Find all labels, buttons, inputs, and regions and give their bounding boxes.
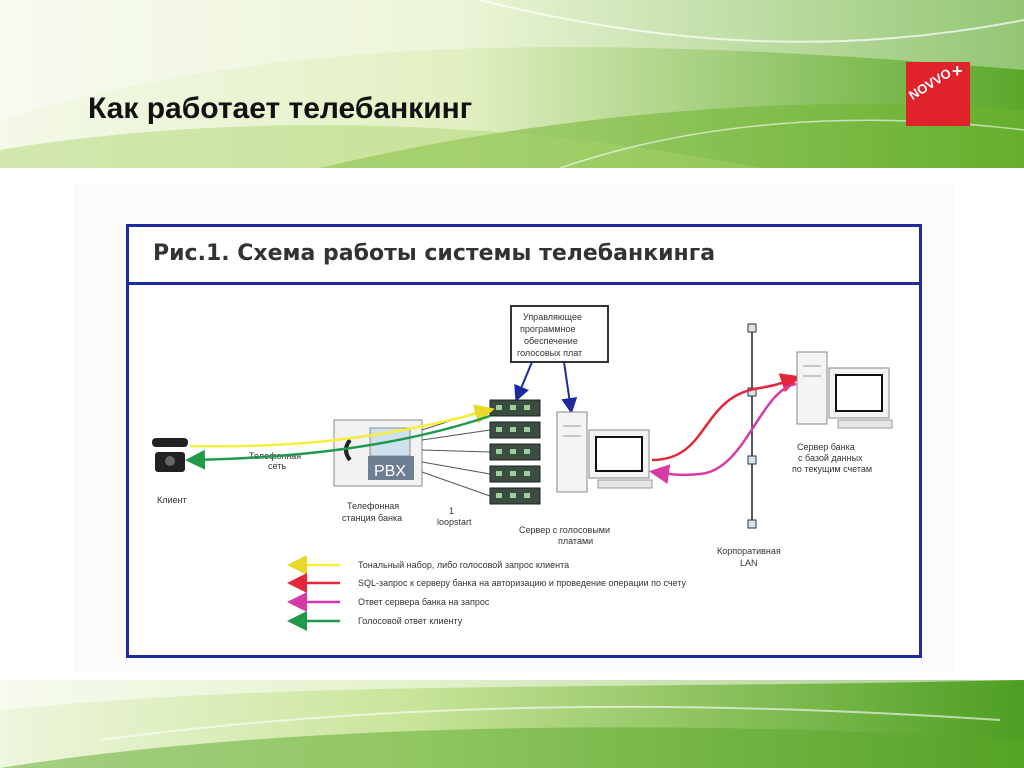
figure-caption: Рис.1. Схема работы системы телебанкинга [153,241,716,266]
lan-label-1: Корпоративная [717,546,781,556]
phone-network-label-2: сеть [268,461,286,471]
lan-label-2: LAN [740,558,758,568]
software-arrow-server [561,361,578,414]
software-box [510,305,609,363]
magenta-flow-line [649,382,797,485]
lan-line [747,323,757,529]
green-flow-line [185,414,491,470]
footer-background [0,680,1024,768]
bank-server-label-2: с базой данных [798,453,863,463]
voice-server-label-2: платами [558,536,593,546]
red-flow-line [651,373,801,462]
loopstart-label-1: 1 [449,506,454,516]
software-label-2: программное [520,324,576,334]
bank-server-label-3: по текущим счетам [792,464,872,474]
legend: Тональный набор, либо голосовой запрос к… [287,555,686,631]
legend-item-2: SQL-запрос к серверу банка на авторизаци… [358,578,686,588]
telephone-icon [152,438,188,472]
voice-cards [489,399,541,505]
bank-server-icon [796,351,893,429]
station-label-2: станция банка [342,513,402,523]
header-background [0,0,1024,168]
novvo-logo: NOVVO + [906,62,970,126]
pbx-station-icon [333,419,423,487]
legend-item-3: Ответ сервера банка на запрос [358,597,490,607]
software-label-1: Управляющее [523,312,582,322]
yellow-flow-line [189,404,495,448]
software-label-4: голосовых плат [517,348,582,358]
voice-server-icon [556,411,653,493]
bank-server-label-1: Сервер банка [797,442,855,452]
voice-server-label-1: Сервер с голосовыми [519,525,610,535]
loopstart-label-2: loopstart [437,517,472,527]
pbx-label: PBX [374,463,406,480]
client-label: Клиент [157,495,187,505]
figure-header: Рис.1. Схема работы системы телебанкинга [129,227,919,285]
station-label-1: Телефонная [347,501,399,511]
slide-title: Как работает телебанкинг [88,92,473,125]
software-label-3: обеспечение [524,336,578,346]
figure-box: Рис.1. Схема работы системы телебанкинга [126,224,922,658]
pbx-lines [421,407,491,497]
software-arrow-cards [514,361,533,402]
legend-item-4: Голосовой ответ клиенту [358,616,463,626]
logo-plus-icon: + [952,62,963,81]
legend-item-1: Тональный набор, либо голосовой запрос к… [358,560,569,570]
